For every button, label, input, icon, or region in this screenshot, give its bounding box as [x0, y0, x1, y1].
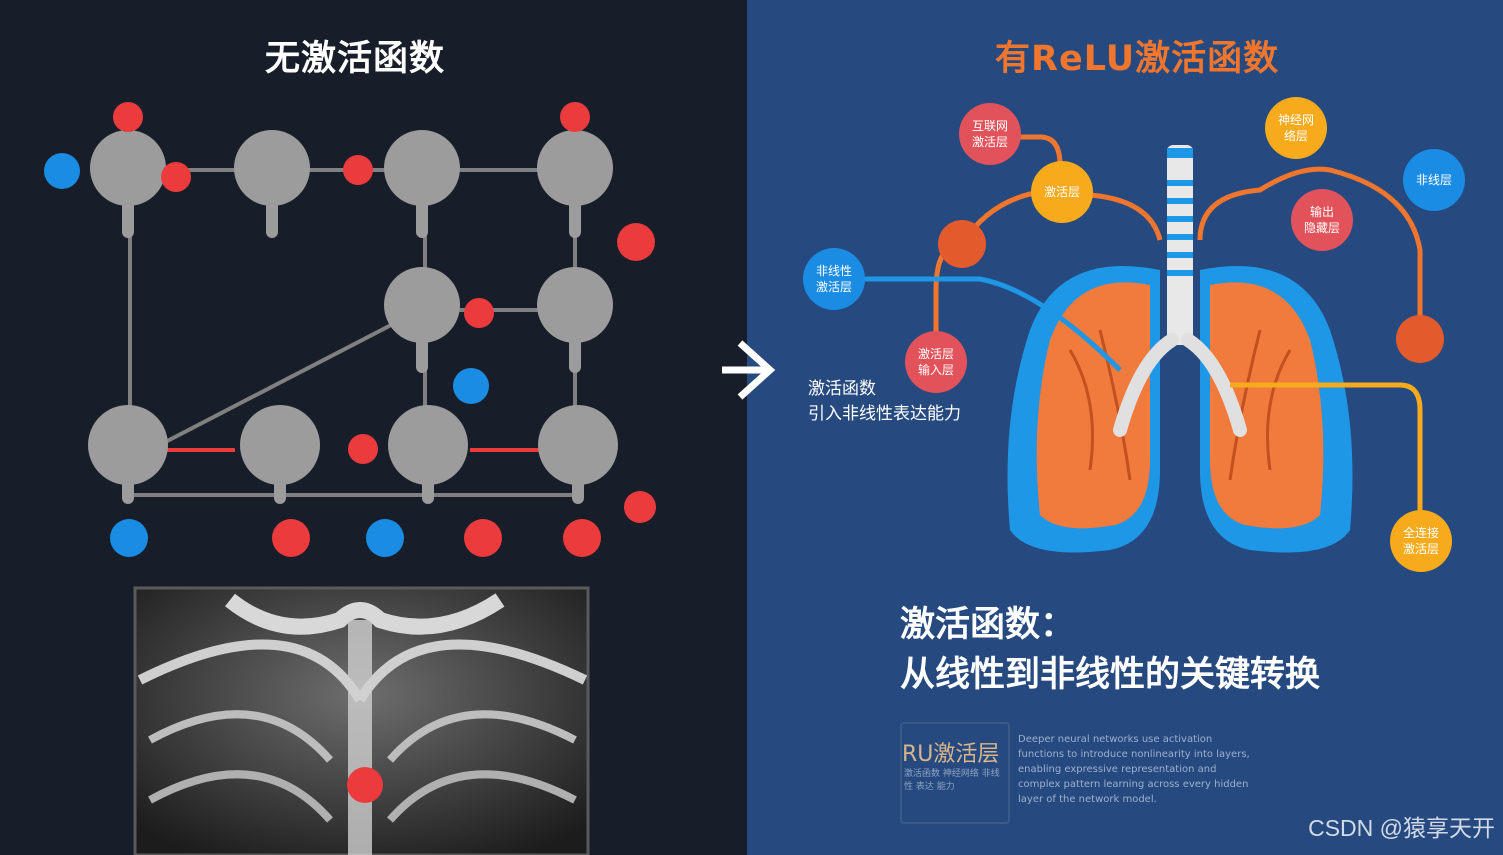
node-label: 互联网 激活层: [971, 119, 1008, 149]
logo-caption: 激活函数 神经网络 非线性 表达 能力: [904, 769, 1000, 792]
headline-line-2: 从线性到非线性的关键转换: [900, 655, 1321, 695]
note-line-2: 引入非线性表达能力: [808, 404, 961, 424]
node-label: 非线性 激活层: [815, 264, 852, 294]
arrow-icon: [737, 340, 776, 400]
node-label: 输出 隐藏层: [1303, 205, 1340, 235]
node-label: 全连接 激活层: [1402, 526, 1439, 556]
left-title: 无激活函数: [265, 39, 446, 79]
right-title: 有ReLU激活函数: [995, 39, 1280, 79]
chest-xray-image: [133, 586, 590, 855]
headline-line-1: 激活函数：: [900, 605, 1076, 645]
connector-lines: [834, 134, 1423, 515]
label-circles: [803, 97, 1465, 572]
body-text: Deeper neural networks use activation fu…: [1018, 734, 1250, 805]
logo-text: RU激活层: [902, 742, 1000, 767]
headline: 激活函数： 从线性到非线性的关键转换: [900, 600, 1320, 700]
lung-illustration: [1007, 145, 1353, 553]
node-label: 激活层 输入层: [917, 347, 954, 377]
neuron-cluster: [88, 130, 618, 504]
node-label: 神经网 络层: [1277, 113, 1314, 143]
logo-box: [900, 722, 1010, 824]
activation-dots: [44, 102, 656, 557]
watermark: CSDN @猿享天开: [1308, 815, 1495, 841]
node-label: 非线层: [1415, 173, 1452, 187]
note-line-1: 激活函数: [808, 379, 876, 399]
node-label: 激活层: [1043, 185, 1080, 199]
